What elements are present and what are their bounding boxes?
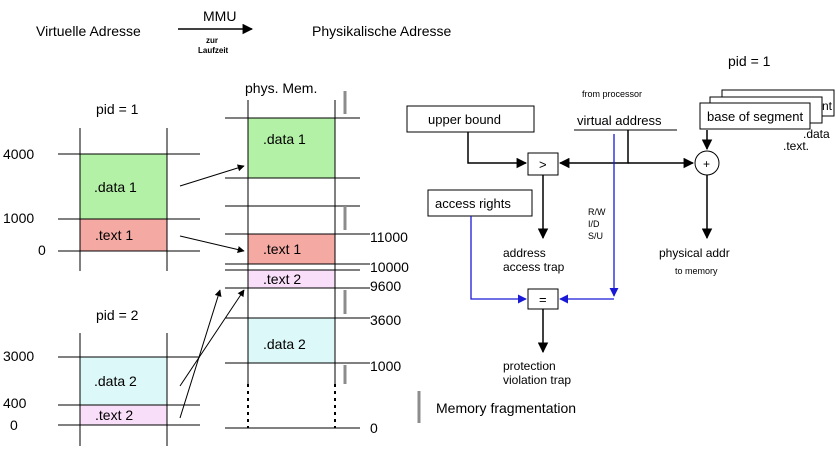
p1-data1-segment xyxy=(80,154,167,219)
back-box-nt: nt xyxy=(822,99,833,113)
phys-text2-label: .text 2 xyxy=(263,271,301,287)
p2-text2-label: .text 2 xyxy=(95,407,133,423)
mmu-wires xyxy=(467,130,713,354)
phys-tick-10000: 10000 xyxy=(370,259,409,275)
phys-tick-0: 0 xyxy=(370,420,378,436)
p1-tick-0: 0 xyxy=(38,242,46,258)
phys-data1-label: .data 1 xyxy=(263,131,306,147)
p2-data2-segment xyxy=(80,357,167,405)
pid2-label: pid = 2 xyxy=(96,307,139,323)
equal-box xyxy=(527,288,559,310)
phys-tick-3600: 3600 xyxy=(370,312,401,328)
to-memory-label: to memory xyxy=(675,266,718,276)
virtual-address-mmu-label: virtual address xyxy=(577,113,662,128)
pid1-label: pid = 1 xyxy=(96,101,139,117)
p2-tick-0: 0 xyxy=(10,417,18,433)
equal-operator: = xyxy=(539,292,547,307)
access-rights-box xyxy=(427,189,533,217)
compare-operator: > xyxy=(539,157,547,172)
upper-bound-label: upper bound xyxy=(428,112,501,127)
upper-bound-box xyxy=(406,105,535,133)
laufzeit-label: Laufzeit xyxy=(198,46,229,55)
base-of-segment-box xyxy=(699,102,811,130)
p2-data2-label: .data 2 xyxy=(94,373,137,389)
protection-trap-line1: protection xyxy=(503,359,556,373)
back-box-data: .data xyxy=(803,127,830,141)
phys-tick-9600: 9600 xyxy=(370,278,401,294)
mapping-arrows xyxy=(179,164,245,419)
process1-memory xyxy=(58,128,200,271)
zur-label: zur xyxy=(206,36,218,45)
physical-address-label: Physikalische Adresse xyxy=(312,23,452,39)
phys-mem-title: phys. Mem. xyxy=(245,80,317,96)
physical-memory xyxy=(225,100,370,429)
virtual-address-label: Virtuelle Adresse xyxy=(36,23,141,39)
phys-data1-segment xyxy=(248,118,335,178)
physical-addr-label: physical addr xyxy=(659,246,730,260)
id-label: I/D xyxy=(588,219,600,229)
phys-tick-1000: 1000 xyxy=(370,358,401,374)
phys-tick-11000: 11000 xyxy=(370,229,408,245)
address-trap-line2: access trap xyxy=(503,260,565,274)
blue-wires xyxy=(470,134,619,304)
phys-data2-label: .data 2 xyxy=(263,336,306,352)
p1-text1-label: .text 1 xyxy=(95,227,133,243)
phys-text2-segment xyxy=(248,270,335,288)
back-box-text: .text. xyxy=(783,139,809,153)
base-of-segment-label: base of segment xyxy=(707,109,804,124)
from-processor-label: from processor xyxy=(582,89,642,99)
p2-tick-3000: 3000 xyxy=(3,348,34,364)
phys-data2-segment xyxy=(248,318,335,363)
mmu-label: MMU xyxy=(203,8,236,24)
protection-trap-line2: violation trap xyxy=(503,373,571,387)
phys-text1-segment xyxy=(248,234,335,264)
p1-tick-1000: 1000 xyxy=(3,210,34,226)
adder-operator: + xyxy=(703,157,710,171)
p1-tick-4000: 4000 xyxy=(3,146,34,162)
access-rights-label: access rights xyxy=(435,196,511,211)
p1-text1-segment xyxy=(80,219,167,251)
p1-data1-label: .data 1 xyxy=(94,179,137,195)
su-label: S/U xyxy=(588,231,603,241)
mmu-pid-label: pid = 1 xyxy=(728,53,771,69)
fragmentation-legend-label: Memory fragmentation xyxy=(436,400,576,416)
p2-text2-segment xyxy=(80,405,167,425)
process2-memory xyxy=(58,333,200,446)
p2-tick-400: 400 xyxy=(3,395,27,411)
rw-label: R/W xyxy=(588,207,606,217)
address-trap-line1: address xyxy=(503,246,546,260)
phys-text1-label: .text 1 xyxy=(263,241,301,257)
